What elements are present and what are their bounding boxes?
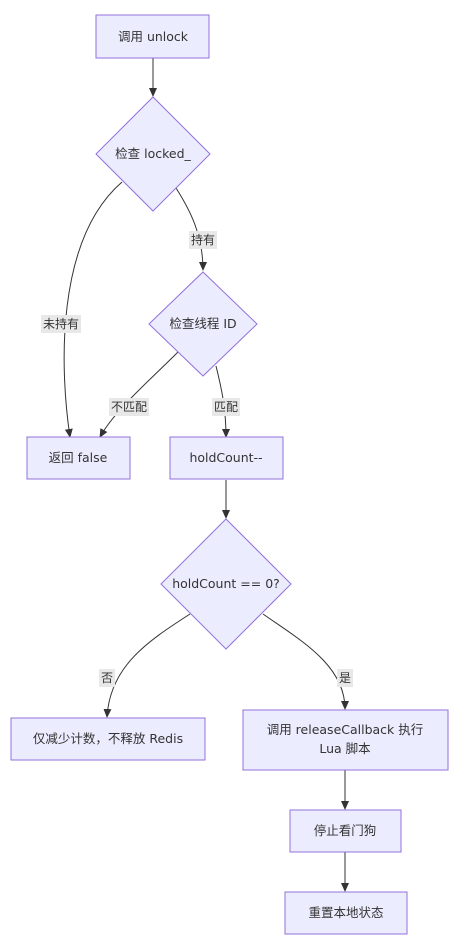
node-reset-state: 重置本地状态	[284, 891, 408, 935]
svg-text:停止看门狗: 停止看门狗	[314, 823, 377, 838]
edge-hold-zero-to-decrement-only	[103, 613, 191, 718]
svg-text:不匹配: 不匹配	[111, 400, 147, 414]
svg-text:检查 locked_: 检查 locked_	[115, 146, 191, 161]
svg-text:未持有: 未持有	[43, 316, 79, 331]
node-hold-dec: holdCount--	[169, 436, 284, 480]
svg-text:是: 是	[339, 671, 351, 685]
edge-label-not-held: 未持有	[41, 315, 81, 333]
node-release: 调用 releaseCallback 执行 Lua 脚本	[242, 709, 449, 771]
svg-text:检查线程 ID: 检查线程 ID	[169, 316, 236, 331]
edge-check-thread-to-return-false	[99, 351, 179, 438]
node-decrement-only: 仅减少计数，不释放 Redis	[10, 717, 206, 761]
edge-check-locked-to-return-false	[63, 181, 123, 438]
edge-label-no: 否	[99, 669, 115, 687]
node-return-false: 返回 false	[26, 436, 131, 480]
edge-check-locked-to-check-thread	[175, 187, 207, 271]
edge-label-match: 匹配	[212, 398, 240, 416]
svg-text:匹配: 匹配	[214, 400, 238, 414]
edge-hold-zero-to-release	[262, 613, 349, 710]
svg-text:否: 否	[101, 671, 113, 685]
node-check-thread: 检查线程 ID	[148, 271, 258, 377]
svg-text:重置本地状态: 重置本地状态	[308, 905, 383, 920]
svg-text:holdCount--: holdCount--	[189, 450, 262, 465]
node-stop-watchdog: 停止看门狗	[289, 809, 402, 853]
edge-label-yes: 是	[337, 669, 353, 687]
svg-text:调用 unlock: 调用 unlock	[118, 29, 189, 44]
edge-label-mismatch: 不匹配	[109, 398, 149, 416]
svg-text:返回 false: 返回 false	[49, 450, 108, 465]
node-hold-zero: holdCount == 0?	[160, 518, 292, 650]
svg-text:Lua 脚本: Lua 脚本	[319, 741, 371, 756]
node-check-locked: 检查 locked_	[95, 96, 211, 212]
svg-text:持有: 持有	[191, 232, 215, 247]
svg-text:holdCount == 0?: holdCount == 0?	[172, 576, 280, 591]
svg-text:仅减少计数，不释放 Redis: 仅减少计数，不释放 Redis	[33, 731, 183, 746]
edge-label-held: 持有	[189, 231, 217, 249]
svg-text:调用 releaseCallback 执行: 调用 releaseCallback 执行	[267, 722, 424, 737]
node-start: 调用 unlock	[95, 14, 210, 59]
